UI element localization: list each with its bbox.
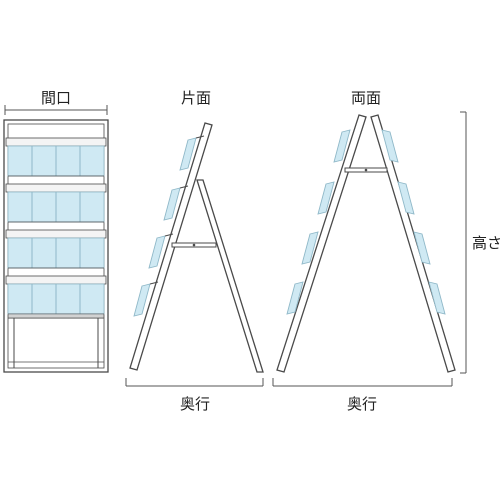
double-right-pockets <box>381 129 446 315</box>
front-shelf-tier-3 <box>5 229 107 269</box>
double-sided-label: 両面 <box>351 89 381 107</box>
double-depth-label: 奥行 <box>347 395 377 413</box>
single-sided-view: 片面 奥行 <box>125 89 264 413</box>
double-right-panel <box>370 114 456 373</box>
single-depth-label: 奥行 <box>180 395 210 413</box>
front-shelf-tier-2 <box>5 183 107 223</box>
front-width-label: 間口 <box>41 89 71 107</box>
front-width-dimension <box>4 105 108 115</box>
front-view: 間口 <box>3 89 109 373</box>
double-left-panel <box>276 114 367 373</box>
height-label: 高さ <box>472 234 500 252</box>
single-front-panel <box>129 122 213 371</box>
double-left-pockets <box>286 129 351 315</box>
single-pockets <box>133 137 197 317</box>
front-shelf-tier-1 <box>5 137 107 177</box>
front-shelf-tier-4 <box>5 275 107 315</box>
double-depth-dimension <box>272 378 453 387</box>
double-sided-view: 両面 奥行 <box>272 89 500 413</box>
single-sided-label: 片面 <box>181 89 211 107</box>
height-dimension <box>460 111 467 374</box>
single-rear-leg <box>196 179 264 373</box>
single-depth-dimension <box>125 378 264 387</box>
